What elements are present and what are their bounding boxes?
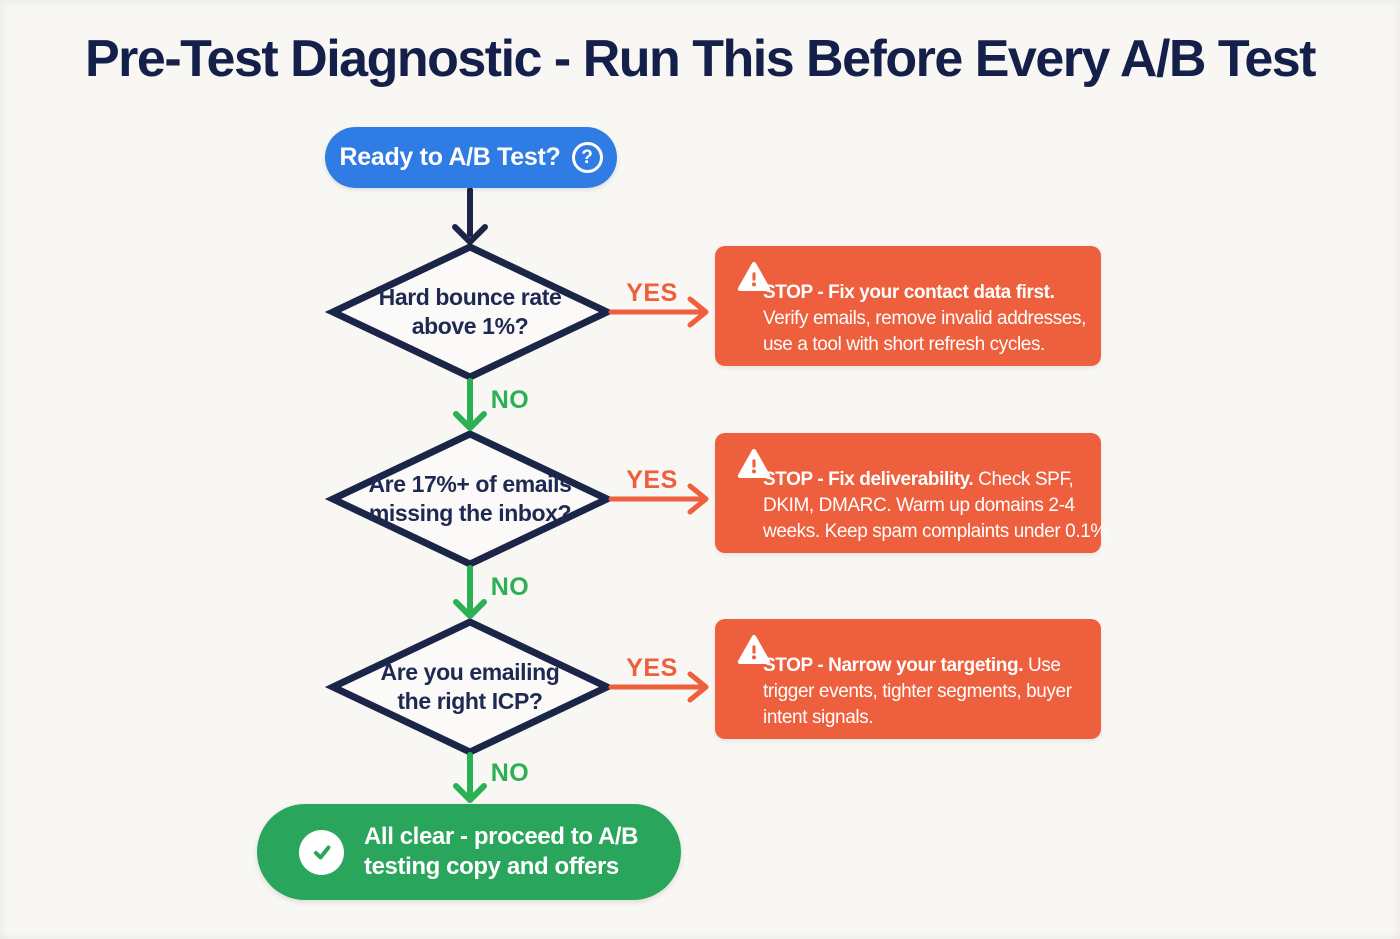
no-arrow-3 [453,752,487,803]
stop-box-2: STOP - Fix deliverability. Check SPF, DK… [715,433,1112,553]
stop-box-2-text: STOP - Fix deliverability. Check SPF, DK… [763,469,1112,542]
decision-diamond-1 [324,243,616,381]
no-label-1: NO [490,386,530,414]
start-node-label: Ready to A/B Test? [339,143,561,171]
decision-diamond-2 [324,430,616,568]
start-node: Ready to A/B Test? ? [325,127,617,188]
decision-3-label: Are you emailing the right ICP? [380,659,560,714]
no-arrow-2 [453,565,487,619]
yes-arrow-3 [608,671,709,703]
yes-label-2: YES [626,466,678,494]
arrow-start-to-decision1 [452,187,488,245]
yes-label-1: YES [626,279,678,307]
stop-box-1: STOP - Fix your contact data first. Veri… [715,246,1101,366]
end-node-label: All clear - proceed to A/B testing copy … [364,823,639,880]
stop-box-3: STOP - Narrow your targeting. Use trigge… [715,619,1101,739]
yes-arrow-2 [608,483,709,515]
yes-label-3: YES [626,654,678,682]
decision-2-label: Are 17%+ of emails missing the inbox? [368,471,572,526]
no-arrow-1 [453,378,487,431]
check-circle-icon [299,829,344,875]
warning-triangle-icon [737,261,771,297]
no-label-3: NO [490,759,530,787]
warning-triangle-icon [737,448,771,484]
no-label-2: NO [490,573,530,601]
yes-arrow-1 [608,296,709,328]
decision-1-label: Hard bounce rate above 1%? [378,284,562,339]
stop-box-1-text: STOP - Fix your contact data first. Veri… [763,282,1086,355]
end-node: All clear - proceed to A/B testing copy … [257,804,681,900]
warning-triangle-icon [737,634,771,670]
page-title: Pre-Test Diagnostic - Run This Before Ev… [85,30,1316,88]
stop-box-3-text: STOP - Narrow your targeting. Use trigge… [763,655,1072,728]
question-circle-icon: ? [571,142,603,173]
